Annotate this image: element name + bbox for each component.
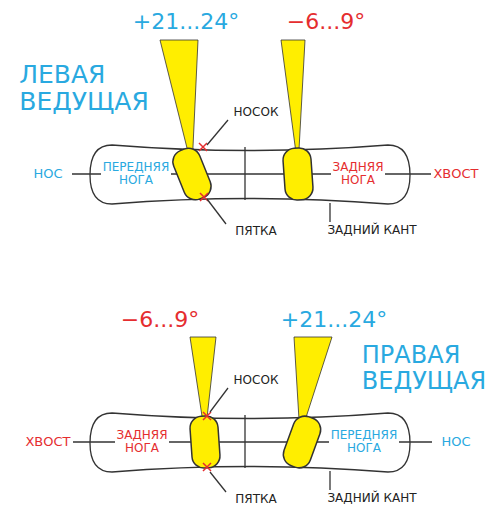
part-label: НОСОК bbox=[232, 374, 281, 387]
stance-title: ПРАВАЯ ВЕДУЩАЯ bbox=[360, 342, 488, 395]
toe-mark bbox=[199, 143, 207, 151]
end-label: НОС bbox=[439, 435, 472, 449]
mid-line bbox=[244, 415, 245, 468]
part-label: ЗАДНИЙ КАНТ bbox=[325, 492, 418, 505]
stance-title: ЛЕВАЯ ВЕДУЩАЯ bbox=[17, 61, 151, 116]
front-foot bbox=[280, 413, 324, 471]
angle-label: +21...24° bbox=[131, 10, 241, 34]
part-label: НОСОК bbox=[232, 106, 281, 119]
angle-label: −6...9° bbox=[119, 308, 201, 332]
heel-mark bbox=[203, 463, 211, 471]
part-label: ПЯТКА bbox=[233, 493, 278, 506]
end-label: ХВОСТ bbox=[431, 167, 480, 181]
rear-foot bbox=[282, 147, 314, 201]
foot-label: ПЕРЕДНЯЯ НОГА bbox=[101, 161, 172, 187]
angle-label: +21...24° bbox=[279, 308, 389, 332]
foot-label: ПЕРЕДНЯЯ НОГА bbox=[329, 429, 400, 455]
part-label: ЗАДНИЙ КАНТ bbox=[325, 224, 418, 237]
leader-line bbox=[329, 471, 330, 490]
end-label: ХВОСТ bbox=[23, 435, 72, 449]
front-foot bbox=[169, 145, 214, 204]
leader-line bbox=[329, 203, 330, 222]
leader-line bbox=[207, 199, 226, 224]
rear-foot bbox=[189, 415, 221, 469]
mid-line bbox=[244, 147, 245, 200]
leader-line bbox=[210, 472, 226, 492]
angle-label: −6...9° bbox=[285, 10, 367, 34]
leader-line bbox=[210, 388, 228, 412]
foot-label: ЗАДНЯЯ НОГА bbox=[331, 161, 386, 187]
toe-mark bbox=[203, 412, 211, 420]
foot-label: ЗАДНЯЯ НОГА bbox=[115, 429, 170, 455]
end-label: НОС bbox=[31, 167, 64, 181]
leader-line bbox=[207, 120, 228, 145]
part-label: ПЯТКА bbox=[233, 225, 278, 238]
